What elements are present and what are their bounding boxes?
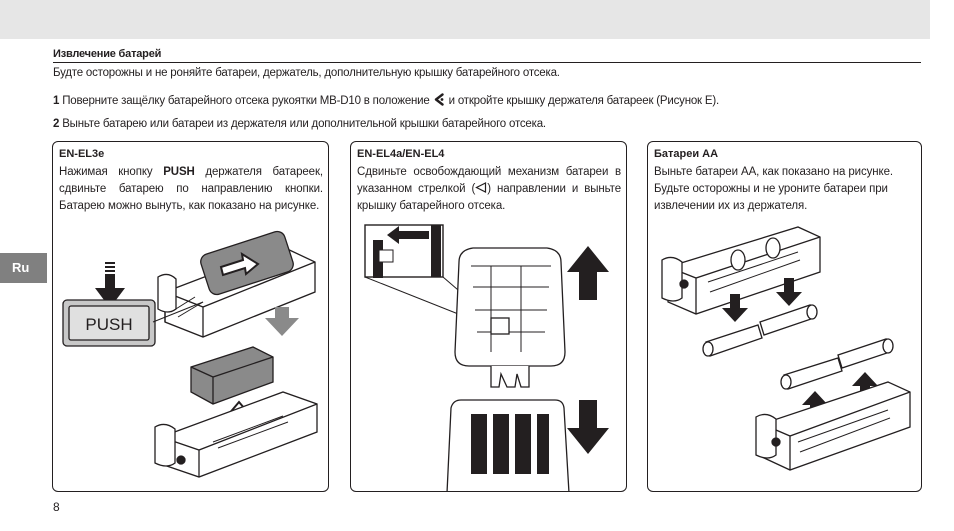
language-tab: Ru	[0, 253, 47, 283]
section-heading: Извлечение батарей	[53, 48, 162, 60]
battery-icon	[190, 346, 274, 405]
battery-holder-icon	[157, 230, 316, 338]
panel-en-el3e: EN-EL3e Нажимая кнопку PUSH держателя ба…	[52, 141, 329, 492]
down-arrow-icon	[567, 400, 609, 454]
slide-arrow-icon	[219, 251, 260, 277]
step-text: Поверните защёлку батарейного отсека рук…	[62, 95, 430, 107]
grey-arrow-icon	[265, 307, 299, 336]
panel-text: Нажимая кнопку PUSH держателя батареек, …	[59, 164, 323, 215]
empty-holder-icon	[154, 391, 318, 478]
panel-title: Батареи AA	[654, 148, 719, 160]
left-arrow-icon	[387, 226, 429, 244]
push-button-label: PUSH	[85, 315, 132, 334]
intro-text: Будте осторожны и не роняйте батареи, де…	[53, 67, 560, 79]
aa-holder-icon	[661, 226, 821, 315]
panel-title: EN-EL3e	[59, 148, 105, 160]
up-arrow-icon	[852, 372, 878, 400]
up-arrow-icon	[567, 246, 609, 300]
press-arrow-icon	[95, 262, 125, 308]
battery-cover-icon	[454, 247, 566, 388]
step-number: 2	[53, 118, 60, 130]
push-label: PUSH	[163, 166, 195, 178]
step-number: 1	[53, 95, 60, 107]
panel-text-part: Сдвиньте освобождающий механизм батареи …	[357, 166, 621, 195]
release-arrow-icon	[475, 182, 487, 193]
panel-text-part: Нажимая кнопку	[59, 166, 164, 178]
panel-title: EN-EL4a/EN-EL4	[357, 148, 445, 160]
en-el3e-illustration: PUSH	[62, 230, 318, 478]
panel-text-part: ) направлении и выньте крышку батарейног…	[357, 183, 621, 212]
step-text: и откройте крышку держателя батареек (Ри…	[448, 95, 720, 107]
panel-en-el4: EN-EL4a/EN-EL4 Сдвиньте освобождающий ме…	[350, 141, 627, 492]
aa-illustration	[661, 226, 911, 471]
push-button-icon	[62, 299, 156, 347]
en-el4-illustration	[364, 224, 609, 491]
down-arrow-icon	[722, 294, 748, 322]
panel-text: Выньте батареи AA, как показано на рисун…	[654, 166, 894, 212]
aa-holder-icon	[755, 381, 911, 471]
panel-text-part: держателя батареек, сдвиньте батарею по …	[59, 166, 324, 212]
page-number: 8	[53, 500, 60, 514]
up-arrow-icon	[802, 391, 828, 420]
latch-icon	[434, 93, 444, 106]
panel-text: Сдвиньте освобождающий механизм батареи …	[357, 164, 621, 215]
down-arrow-icon	[776, 278, 802, 306]
panel-aa-batteries: Батареи AA Выньте батареи AA, как показа…	[647, 141, 922, 492]
header-bar	[0, 0, 930, 39]
aa-battery-icon	[780, 338, 894, 390]
battery-icon	[446, 399, 570, 491]
heading-rule	[53, 62, 921, 63]
step-text: Выньте батарею или батареи из держателя …	[62, 118, 546, 130]
aa-battery-icon	[702, 304, 818, 357]
